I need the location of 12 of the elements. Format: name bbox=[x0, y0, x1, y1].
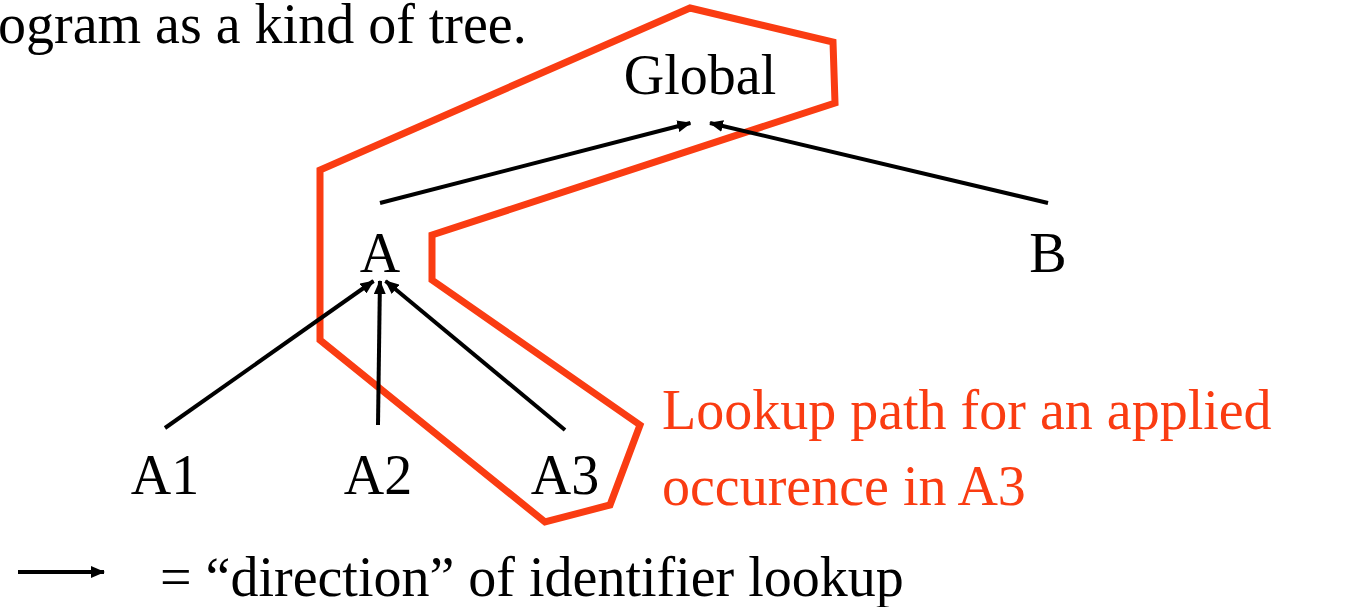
node-label: Global bbox=[623, 47, 777, 103]
arrow bbox=[709, 120, 1049, 205]
arrow bbox=[373, 280, 386, 426]
node-label: B bbox=[1029, 225, 1067, 281]
arrow bbox=[384, 279, 567, 432]
node-label: A2 bbox=[343, 447, 413, 503]
node-label: A1 bbox=[130, 447, 200, 503]
node-label: A bbox=[359, 225, 401, 281]
node-label: A3 bbox=[530, 447, 600, 503]
arrow bbox=[163, 279, 375, 430]
callout-text: Lookup path for an applied occurence in A3 bbox=[662, 378, 1273, 519]
arrow bbox=[379, 120, 692, 205]
